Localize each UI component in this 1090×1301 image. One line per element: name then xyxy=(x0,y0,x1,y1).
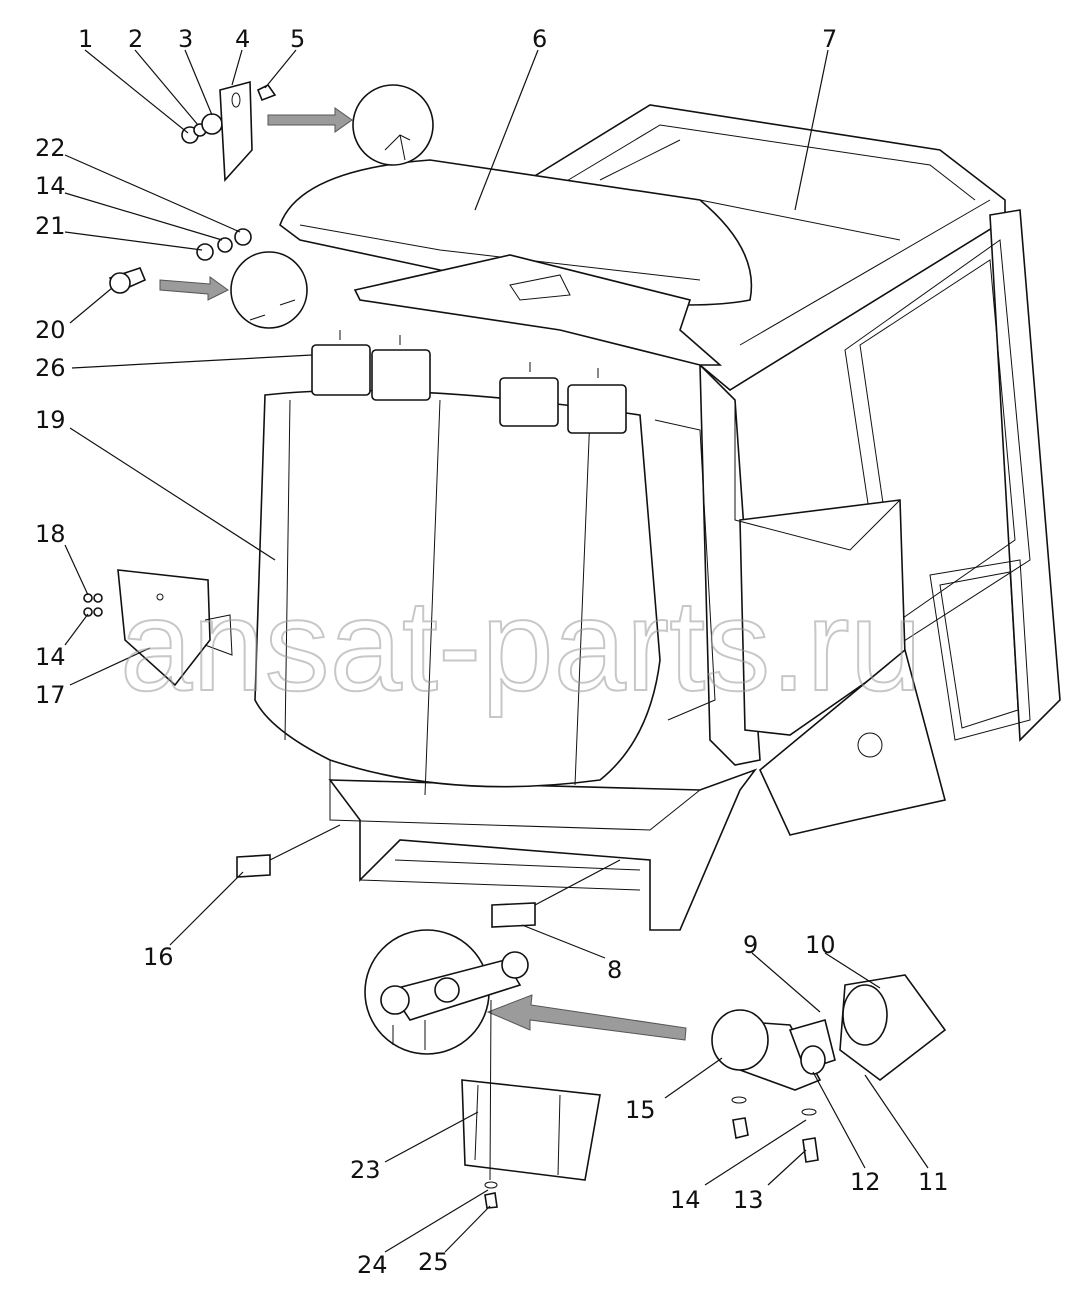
callout-14-top: 14 xyxy=(35,172,66,200)
callout-25: 25 xyxy=(418,1248,449,1276)
callout-labels: 1 2 3 4 5 6 7 22 14 21 20 26 19 18 14 17… xyxy=(35,25,949,1279)
callout-22: 22 xyxy=(35,134,66,162)
callout-24: 24 xyxy=(357,1251,388,1279)
callout-20: 20 xyxy=(35,316,66,344)
pivot-assembly xyxy=(711,974,947,1163)
bolt-assembly-left xyxy=(108,228,308,329)
arrow-to-pivot-detail xyxy=(486,994,687,1041)
callout-16: 16 xyxy=(143,943,174,971)
arrow-to-detail-b xyxy=(159,276,229,301)
callout-14-side: 14 xyxy=(35,643,66,671)
callout-19: 19 xyxy=(35,406,66,434)
callout-15: 15 xyxy=(625,1096,656,1124)
cab-frame xyxy=(328,104,1061,931)
callout-14-bottom: 14 xyxy=(670,1186,701,1214)
windshield xyxy=(254,389,716,831)
callout-1: 1 xyxy=(78,25,93,53)
watermark: ansat-parts.ru xyxy=(120,572,922,718)
callout-17: 17 xyxy=(35,681,66,709)
callout-8: 8 xyxy=(607,956,622,984)
arrow-to-detail-a xyxy=(267,107,353,133)
work-lights xyxy=(311,330,627,434)
callout-12: 12 xyxy=(850,1168,881,1196)
bracket-assembly-top xyxy=(181,80,434,182)
floor-bracket xyxy=(461,999,601,1209)
callout-10: 10 xyxy=(805,931,836,959)
callout-13: 13 xyxy=(733,1186,764,1214)
callout-23: 23 xyxy=(350,1156,381,1184)
callout-18: 18 xyxy=(35,520,66,548)
leader-lines xyxy=(64,49,929,1253)
callout-26: 26 xyxy=(35,354,66,382)
callout-11: 11 xyxy=(918,1168,949,1196)
callout-7: 7 xyxy=(822,25,837,53)
callout-5: 5 xyxy=(290,25,305,53)
callout-4: 4 xyxy=(235,25,250,53)
label-plates xyxy=(236,854,536,928)
callout-2: 2 xyxy=(128,25,143,53)
pivot-detail xyxy=(364,929,687,1055)
roof-visor xyxy=(279,159,753,366)
callout-9: 9 xyxy=(743,931,758,959)
callout-3: 3 xyxy=(178,25,193,53)
callout-6: 6 xyxy=(532,25,547,53)
callout-21: 21 xyxy=(35,212,66,240)
